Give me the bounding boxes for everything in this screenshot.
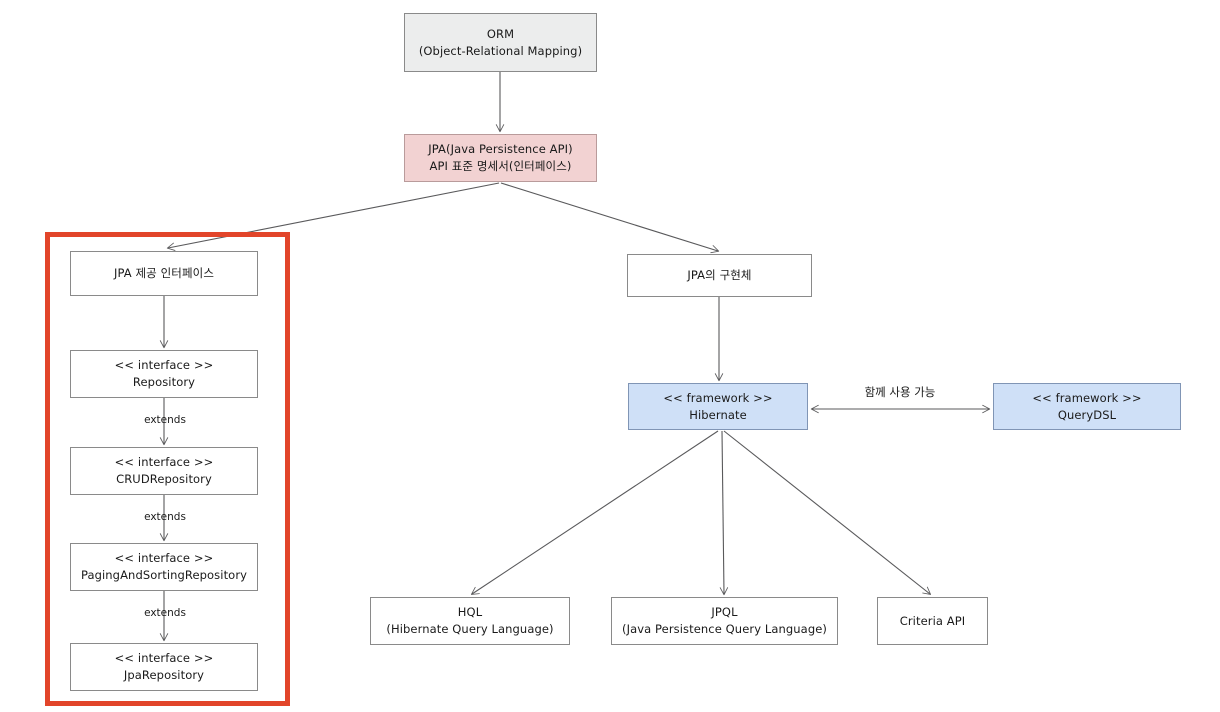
node-jpa-implementation[interactable]: JPA의 구현체 bbox=[627, 254, 812, 297]
node-hql-expansion: (Hibernate Query Language) bbox=[386, 622, 554, 636]
edge-hibernate-to-criteria bbox=[723, 430, 932, 595]
node-hibernate-stereotype: << framework >> bbox=[663, 390, 773, 405]
node-jpa-line-1: JPA(Java Persistence API) bbox=[428, 142, 573, 157]
edge-jpa-to-interfaces bbox=[166, 182, 500, 251]
edge-jpa-to-implementation bbox=[500, 182, 720, 254]
node-querydsl[interactable]: << framework >> QueryDSL bbox=[993, 383, 1181, 430]
node-paging-and-sorting-repository[interactable]: << interface >> PagingAndSortingReposito… bbox=[70, 543, 258, 591]
node-jpa-implementation-label: JPA의 구현체 bbox=[687, 268, 752, 283]
node-jpa-repository-stereotype: << interface >> bbox=[114, 651, 214, 666]
node-jpa-repository[interactable]: << interface >> JpaRepository bbox=[70, 643, 258, 691]
node-paging-and-sorting-repository-stereotype: << interface >> bbox=[114, 551, 214, 566]
node-orm-line-2: (Object-Relational Mapping) bbox=[418, 43, 583, 58]
node-jpql-expansion: (Java Persistence Query Language) bbox=[621, 622, 827, 636]
node-repository[interactable]: << interface >> Repository bbox=[70, 350, 258, 398]
edge-hibernate-to-jpql bbox=[719, 430, 729, 596]
node-criteria-api[interactable]: Criteria API bbox=[877, 597, 988, 645]
edge-label-extends-3: extends bbox=[144, 607, 186, 619]
node-criteria-api-label: Criteria API bbox=[899, 613, 966, 628]
node-jpa-provided-interface[interactable]: JPA 제공 인터페이스 bbox=[70, 251, 258, 296]
node-jpa-repository-name: JpaRepository bbox=[123, 668, 205, 682]
node-hql-name: HQL bbox=[457, 605, 483, 620]
node-querydsl-name: QueryDSL bbox=[1057, 407, 1117, 422]
node-crud-repository-name: CRUDRepository bbox=[116, 472, 212, 486]
edge-label-usable-together: 함께 사용 가능 bbox=[864, 385, 936, 399]
node-orm-line-1: ORM bbox=[486, 26, 515, 41]
edge-label-extends-1: extends bbox=[144, 414, 186, 426]
node-jpql[interactable]: JPQL (Java Persistence Query Language) bbox=[611, 597, 838, 645]
node-hibernate[interactable]: << framework >> Hibernate bbox=[628, 383, 808, 430]
node-jpql-name: JPQL bbox=[711, 605, 738, 620]
edge-hibernate-to-hql bbox=[470, 430, 719, 595]
node-hql[interactable]: HQL (Hibernate Query Language) bbox=[370, 597, 570, 645]
edge-label-extends-2: extends bbox=[144, 511, 186, 523]
node-crud-repository-stereotype: << interface >> bbox=[114, 455, 214, 470]
node-orm[interactable]: ORM (Object-Relational Mapping) bbox=[404, 13, 597, 72]
node-jpa-line-2: API 표준 명세서(인터페이스) bbox=[429, 159, 572, 173]
node-jpa-provided-interface-label: JPA 제공 인터페이스 bbox=[113, 266, 215, 281]
node-paging-and-sorting-repository-name: PagingAndSortingRepository bbox=[80, 568, 248, 582]
node-repository-name: Repository bbox=[132, 375, 196, 389]
node-hibernate-name: Hibernate bbox=[689, 407, 747, 422]
node-jpa[interactable]: JPA(Java Persistence API) API 표준 명세서(인터페… bbox=[404, 134, 597, 182]
node-querydsl-stereotype: << framework >> bbox=[1032, 390, 1142, 405]
node-repository-stereotype: << interface >> bbox=[114, 358, 214, 373]
node-crud-repository[interactable]: << interface >> CRUDRepository bbox=[70, 447, 258, 495]
